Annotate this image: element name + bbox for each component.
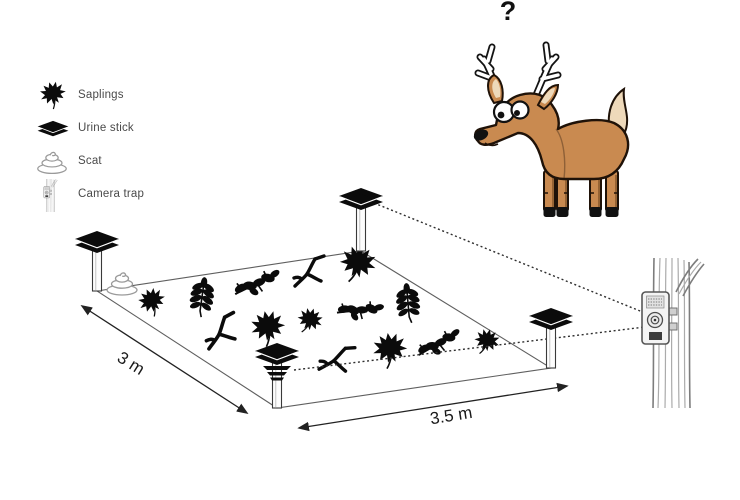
deer-hooves [543, 207, 619, 217]
legend-row-urine-stick: Urine stick [34, 113, 144, 143]
deer-eyes [492, 100, 530, 124]
urine-stick-marker [528, 307, 574, 331]
legend-label-scat: Scat [78, 155, 102, 167]
corner-post-front [254, 342, 300, 409]
deer-mouth [484, 142, 499, 147]
question-mark: ? [499, 0, 517, 26]
legend-label-camera-trap: Camera trap [78, 188, 145, 200]
post-layer [74, 187, 574, 409]
legend-row-camera-trap: Camera trap [34, 178, 145, 212]
corner-post-back [338, 187, 384, 252]
depth-arrow [80, 305, 249, 414]
maple-leaf-icon [34, 79, 70, 111]
sightline-lower [293, 326, 646, 371]
camera-trap [641, 257, 705, 409]
legend-label-saplings: Saplings [78, 89, 124, 101]
legend-row-scat: Scat [34, 146, 144, 176]
camera-sightlines [293, 202, 646, 371]
corner-post-right [528, 307, 574, 369]
scat-layer [106, 272, 138, 296]
plot-outline [95, 250, 553, 409]
width-arrow [297, 382, 569, 432]
scat-icon [34, 145, 70, 177]
legend: Saplings Urine stick Scat Camera trap [34, 79, 145, 212]
camera-trap-icon [34, 178, 70, 212]
deer-nose-icon [473, 129, 489, 141]
urine-stick-marker [74, 230, 120, 254]
scat-pile [106, 272, 138, 296]
deer-ears [487, 73, 560, 111]
urine-stick-marker [338, 187, 384, 211]
legend-label-urine-stick: Urine stick [78, 122, 134, 134]
post-stake [545, 326, 557, 369]
legend-row-saplings: Saplings [34, 79, 144, 111]
post-stake [91, 249, 103, 292]
depth-label: 3 m [114, 348, 148, 379]
deer-illustration [473, 41, 630, 217]
corner-post-left [74, 230, 120, 292]
urine-stick-icon [34, 112, 70, 144]
post-stake [355, 206, 367, 252]
